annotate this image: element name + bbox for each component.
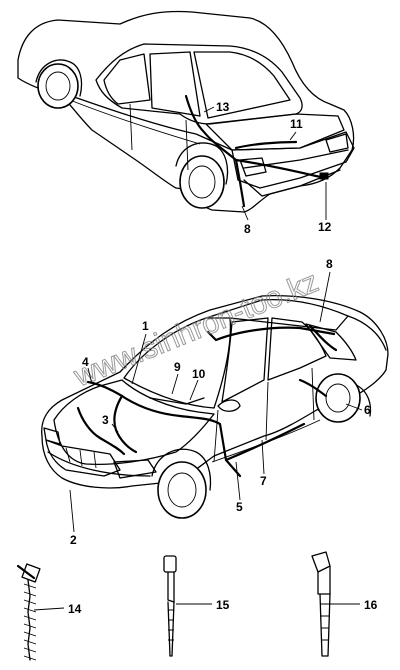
rear-view-car [17,10,355,213]
callout-7: 7 [260,474,267,488]
callout-3: 3 [102,413,109,427]
callout-16: 16 [364,598,378,612]
callout-14: 14 [68,602,82,616]
callout-8-rear: 8 [244,222,251,236]
callout-6: 6 [364,403,371,417]
callout-13: 13 [216,100,230,114]
front-view-car [41,295,389,519]
clip-14 [16,563,41,661]
callout-9: 9 [174,360,181,374]
callout-10: 10 [192,367,206,381]
callout-labels: 13 11 8 12 8 1 4 3 9 10 6 7 5 2 14 15 16 [68,100,378,616]
clip-16 [311,551,331,657]
leader-lines [33,106,363,611]
clip-15 [163,555,177,657]
callout-4: 4 [82,355,89,369]
callout-2: 2 [70,533,77,547]
callout-8-front: 8 [326,257,333,271]
callout-1: 1 [142,319,149,333]
callout-15: 15 [216,598,230,612]
callout-5: 5 [236,500,243,514]
callout-12: 12 [318,220,332,234]
callout-11: 11 [290,117,303,131]
